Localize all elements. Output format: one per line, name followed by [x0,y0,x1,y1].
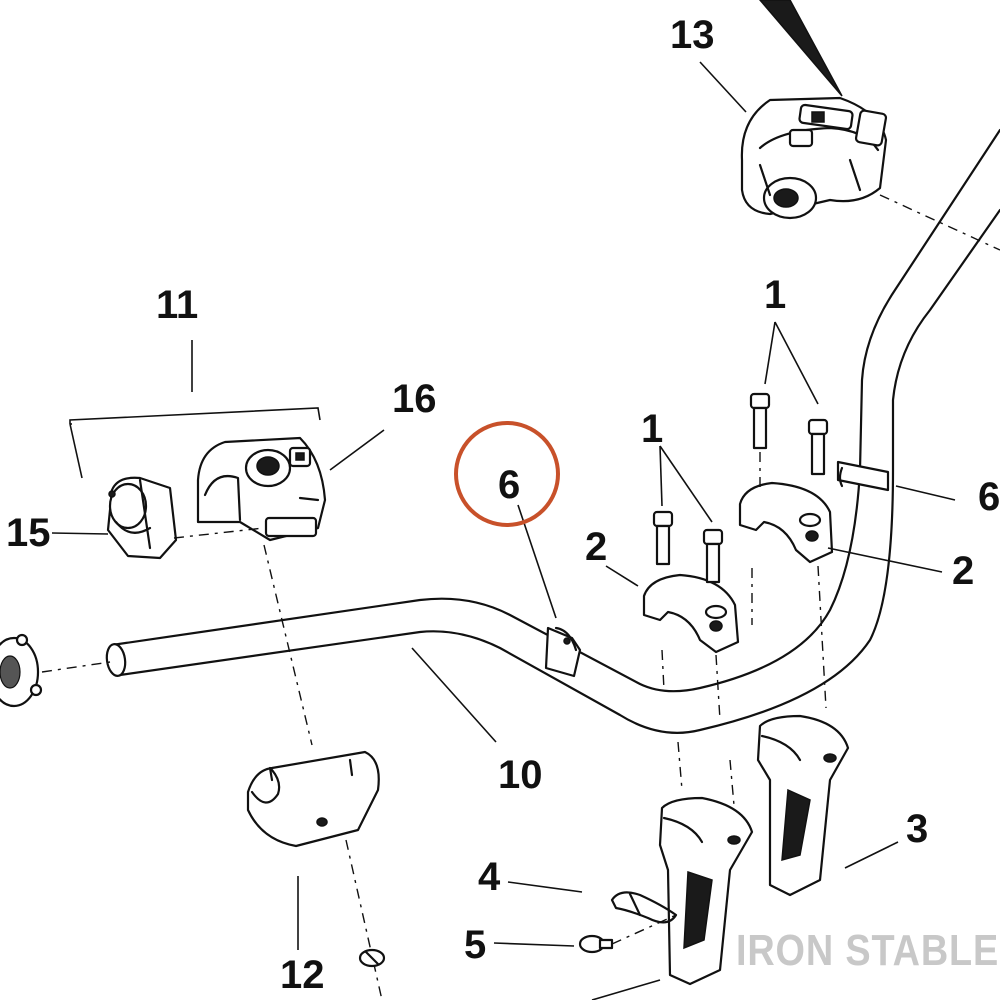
wire-clip-6 [544,626,582,678]
watermark-text: IRON STABLE [736,926,1000,975]
callout-4: 4 [478,855,501,899]
riser-front [658,796,754,986]
handlebar [105,128,1000,734]
lower-switch-housing-12 [246,750,380,848]
callout-1-left: 1 [641,407,663,451]
screw-5 [578,934,614,954]
screw-12 [358,948,386,968]
callout-2-right: 2 [952,549,974,593]
callout-2-left: 2 [585,525,607,569]
highlight-circle [454,421,560,527]
bolts-1-right [749,392,829,476]
left-switch-cover-15 [106,476,178,560]
callout-3: 3 [906,807,928,851]
callout-12: 12 [280,953,325,997]
callout-13: 13 [670,13,715,57]
riser-clamp-left [642,573,740,654]
callout-5: 5 [464,923,486,967]
callout-16: 16 [392,377,437,421]
callout-10: 10 [498,753,543,797]
callouts: 13 1 1 11 16 15 6 6 2 2 10 3 4 5 12 [6,13,1000,997]
wire-clip-6-right [836,460,890,492]
right-switch-housing [740,96,888,220]
wire-clip-4 [610,891,678,924]
left-switch-housing-16 [196,436,327,542]
callout-6-right: 6 [978,475,1000,519]
callout-15: 15 [6,511,51,555]
callout-11: 11 [156,283,198,327]
callout-6-circled: 6 [498,463,520,507]
bolts-1-left [652,510,724,584]
riser-rear [756,714,850,897]
riser-clamp-right [738,481,834,564]
callout-1-right: 1 [764,273,786,317]
grip-end-cap [0,633,43,708]
